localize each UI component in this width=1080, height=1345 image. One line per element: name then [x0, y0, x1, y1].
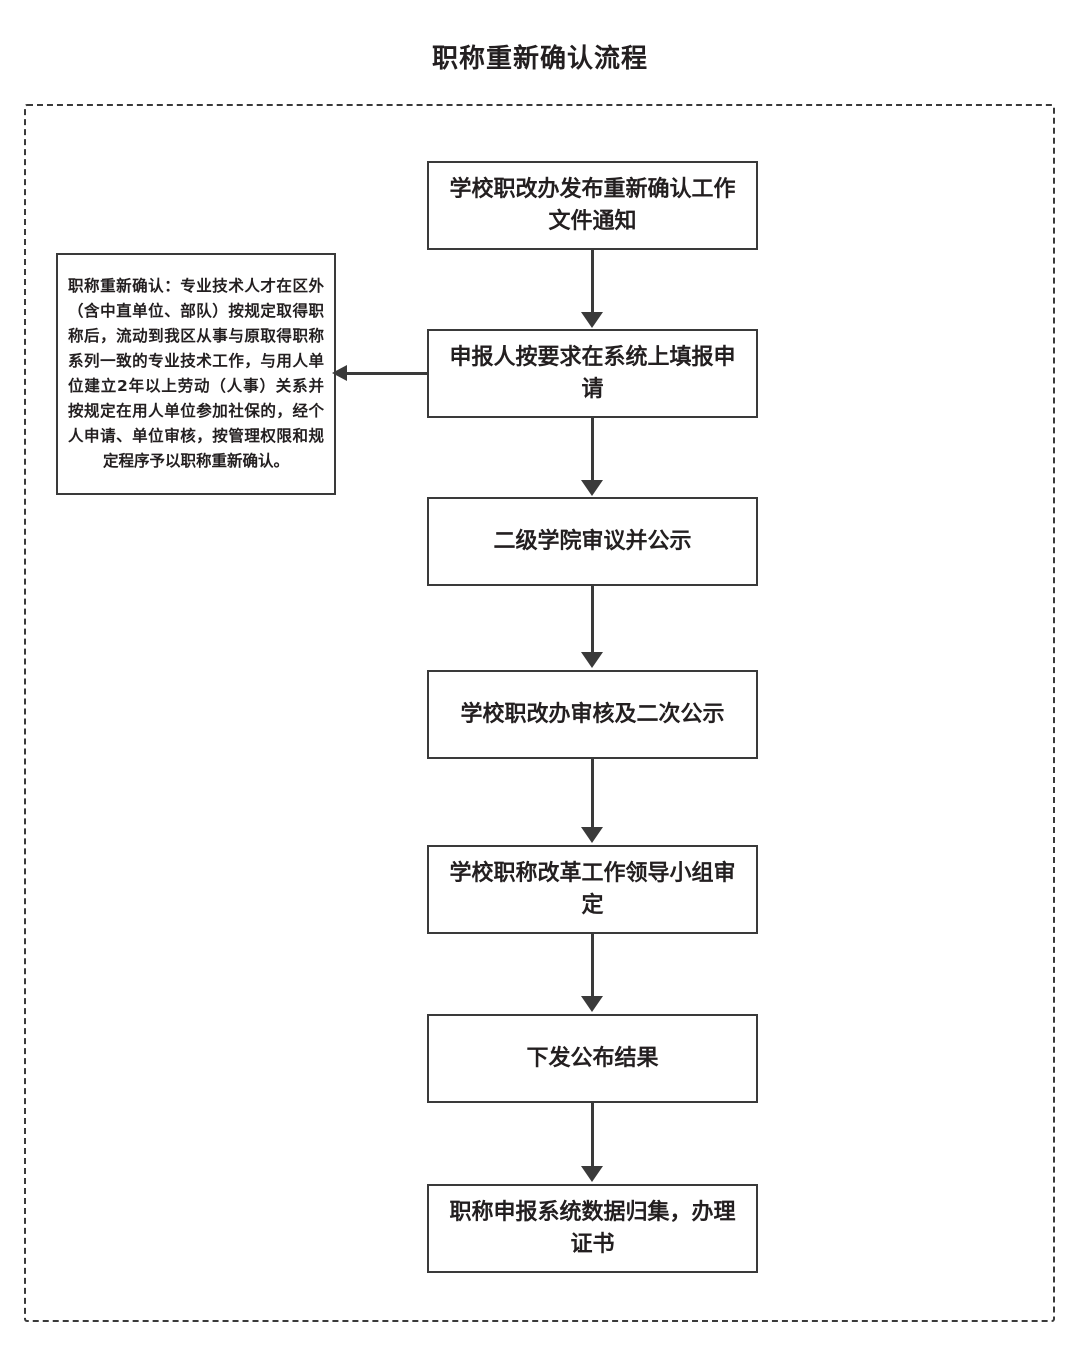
flow-step-6-label: 下发公布结果	[526, 1045, 659, 1071]
connector-step6-to-step7-arrowhead-icon	[581, 1166, 603, 1182]
connector-step3-to-step4-arrowhead-icon	[581, 652, 603, 668]
connector-step3-to-step4-line	[591, 586, 594, 654]
flow-step-5-label: 学校职称改革工作领导小组审定	[449, 860, 736, 918]
flow-step-3-label: 二级学院审议并公示	[493, 528, 692, 554]
definition-note-text: 职称重新确认：专业技术人才在区外（含中直单位、部队）按规定取得职称后，流动到我区…	[68, 276, 324, 471]
connector-step2-to-note-line	[345, 372, 427, 375]
flow-step-2-label: 申报人按要求在系统上填报申请	[449, 344, 736, 402]
connector-step2-to-note-arrowhead-icon	[332, 365, 347, 381]
flow-step-5[interactable]: 学校职称改革工作领导小组审定	[427, 845, 758, 934]
connector-step4-to-step5-arrowhead-icon	[581, 827, 603, 843]
connector-step6-to-step7-line	[591, 1103, 594, 1168]
flow-step-6[interactable]: 下发公布结果	[427, 1014, 758, 1103]
definition-note-box: 职称重新确认：专业技术人才在区外（含中直单位、部队）按规定取得职称后，流动到我区…	[56, 253, 336, 495]
flow-step-7-label: 职称申报系统数据归集，办理证书	[449, 1199, 736, 1257]
connector-step5-to-step6-line	[591, 934, 594, 998]
flow-step-7[interactable]: 职称申报系统数据归集，办理证书	[427, 1184, 758, 1273]
flow-step-4-label: 学校职改办审核及二次公示	[460, 701, 725, 727]
flow-step-4[interactable]: 学校职改办审核及二次公示	[427, 670, 758, 759]
flowchart-boundary	[24, 104, 1055, 1322]
connector-step2-to-step3-arrowhead-icon	[581, 480, 603, 496]
connector-step1-to-step2-arrowhead-icon	[581, 312, 603, 328]
connector-step4-to-step5-line	[591, 759, 594, 829]
flow-step-1-label: 学校职改办发布重新确认工作文件通知	[449, 176, 736, 234]
connector-step1-to-step2-line	[591, 250, 594, 314]
page-title: 职称重新确认流程	[431, 44, 648, 74]
connector-step2-to-step3-line	[591, 418, 594, 482]
flow-step-3[interactable]: 二级学院审议并公示	[427, 497, 758, 586]
flow-step-1[interactable]: 学校职改办发布重新确认工作文件通知	[427, 161, 758, 250]
connector-step5-to-step6-arrowhead-icon	[581, 996, 603, 1012]
flow-step-2[interactable]: 申报人按要求在系统上填报申请	[427, 329, 758, 418]
